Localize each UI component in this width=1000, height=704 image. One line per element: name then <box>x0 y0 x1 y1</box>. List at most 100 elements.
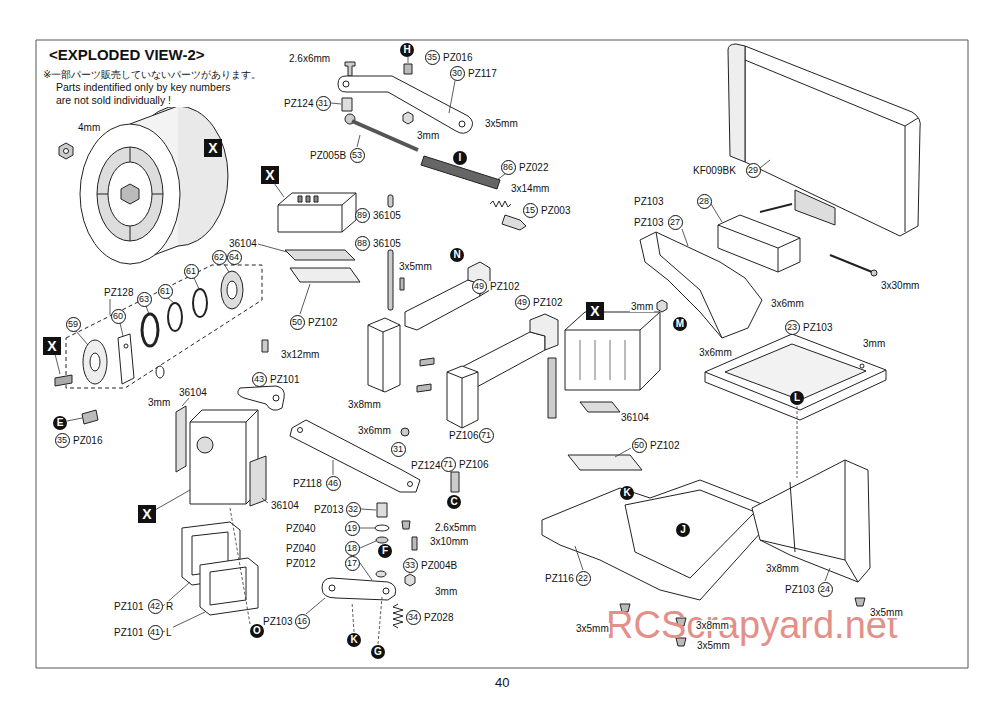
part-label: 3mm <box>416 130 440 141</box>
steering-link <box>342 98 352 111</box>
part-label: 3x8mm <box>695 620 730 631</box>
part-label: 4mm <box>77 122 101 133</box>
part-label: PZ103 <box>802 322 833 333</box>
wheel <box>80 124 180 264</box>
esc <box>580 340 625 380</box>
part-label: 3x12mm <box>280 349 320 360</box>
servo-mount <box>447 366 478 428</box>
node-text: 86 <box>503 163 513 172</box>
servo <box>238 386 285 410</box>
steering-link <box>343 81 349 87</box>
receiver <box>278 193 404 310</box>
part-label: 3mm <box>434 586 458 597</box>
receiver <box>388 250 393 310</box>
wheel <box>97 147 163 241</box>
leader-line <box>76 264 229 345</box>
callout-number: 50 <box>290 315 305 330</box>
chassis-plate <box>676 638 686 646</box>
wheel <box>59 106 228 264</box>
callout-number: 43 <box>252 372 267 387</box>
note-text: ※一部パーツ販売していないパーツがあります。 <box>42 69 262 80</box>
callout-number: 18 <box>345 541 360 556</box>
steering-link <box>404 64 412 74</box>
part-label: 3x14mm <box>510 183 550 194</box>
part-label: PZ116 <box>544 573 575 584</box>
part-label: 3x10mm <box>429 536 469 547</box>
callout-number: 19 <box>345 521 360 536</box>
callout-number: 50 <box>632 438 647 453</box>
node-text: 27 <box>670 218 680 227</box>
part-label: PZ005B <box>309 150 347 161</box>
not-sold-marker: X <box>204 139 222 157</box>
wing-mount <box>640 215 800 338</box>
esc <box>568 455 642 470</box>
receiver <box>400 278 404 290</box>
key-letter: N <box>450 248 464 262</box>
node-text: F <box>382 546 388 556</box>
steering-link <box>338 62 526 230</box>
part-label: 3mm <box>862 338 886 349</box>
chassis-plate <box>625 490 755 578</box>
part-label: PZ040 <box>285 523 316 534</box>
wheel <box>121 184 139 204</box>
chassis-plate <box>620 604 630 612</box>
callout-number: 41 <box>148 625 163 640</box>
rear-wing <box>745 46 920 236</box>
part-label: 3x5mm <box>869 607 904 618</box>
node-text: N <box>453 250 460 260</box>
servo-mount <box>447 372 478 428</box>
part-label: PZ103 <box>784 584 815 595</box>
key-letter: O <box>250 624 264 638</box>
node-text: 28 <box>699 197 709 206</box>
receiver <box>278 193 356 232</box>
callout-number: 31 <box>391 442 406 457</box>
chassis-plate <box>676 618 686 626</box>
chassis-plate <box>855 598 865 606</box>
callout-number: 33 <box>403 558 418 573</box>
node-text: 32 <box>348 505 358 514</box>
node-text: 18 <box>347 544 357 553</box>
node-text: 24 <box>820 585 830 594</box>
part-label: 36104 <box>620 412 650 423</box>
node-text: 61 <box>186 267 196 276</box>
part-label: 36104 <box>228 238 258 249</box>
callout-number: 86 <box>501 160 516 175</box>
hub-parts <box>168 303 182 331</box>
node-text: K <box>623 488 630 498</box>
callout-number: 28 <box>697 194 712 209</box>
node-text: 31 <box>318 99 328 108</box>
node-text: 42 <box>150 602 160 611</box>
part-label: PZ004B <box>420 560 458 571</box>
steering-arm <box>383 588 389 594</box>
leader-line <box>155 397 631 510</box>
node-text: G <box>374 647 382 657</box>
node-text: 88 <box>357 239 367 248</box>
battery-tray <box>705 334 886 410</box>
key-letter: C <box>447 495 461 509</box>
part-label: PZ102 <box>649 440 680 451</box>
diagram-title: <EXPLODED VIEW-2> <box>48 47 206 64</box>
not-sold-marker: X <box>586 302 604 320</box>
part-label: PZ101 <box>113 627 144 638</box>
node-text: X <box>208 141 217 155</box>
part-label: 3mm <box>147 397 171 408</box>
rear-wing <box>871 270 877 276</box>
node-text: 50 <box>292 318 302 327</box>
steering-link <box>403 112 413 124</box>
steering-link <box>502 215 526 230</box>
node-text: 41 <box>150 628 160 637</box>
callout-number: 61 <box>158 284 173 299</box>
node-text: I <box>459 153 462 163</box>
part-label: PZ013 <box>313 504 344 515</box>
receiver <box>298 196 302 202</box>
part-label: PZ102 <box>489 281 520 292</box>
key-letter: K <box>347 633 361 647</box>
node-text: 60 <box>113 312 123 321</box>
frame <box>36 40 968 668</box>
part-label: 3x30mm <box>880 280 920 291</box>
part-label: PZ106 <box>458 459 489 470</box>
servo-mount <box>368 262 558 492</box>
servo <box>273 395 279 401</box>
callout-number: 15 <box>523 203 538 218</box>
